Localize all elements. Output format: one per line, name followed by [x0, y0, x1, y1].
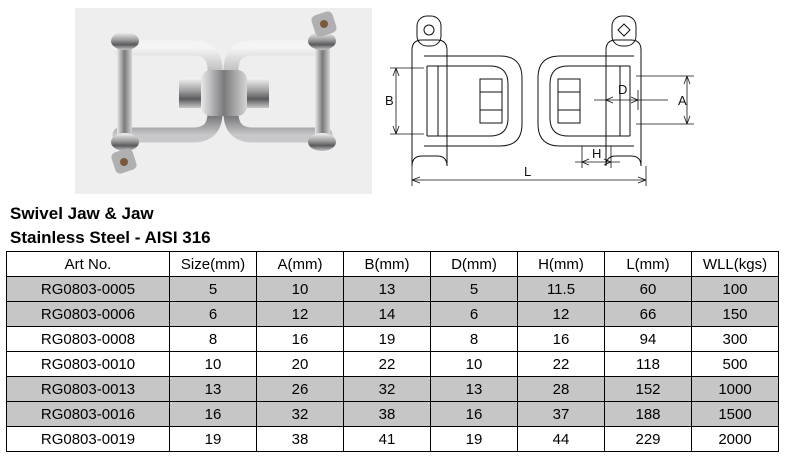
column-header: Art No. — [6, 251, 170, 277]
table-cell: RG0803-0016 — [6, 401, 170, 427]
table-cell: 500 — [691, 351, 779, 377]
table-cell: RG0803-0013 — [6, 376, 170, 402]
table-cell: 13 — [430, 376, 518, 402]
table-cell: 19 — [169, 426, 257, 452]
table-cell: 8 — [430, 326, 518, 352]
table-cell: 10 — [169, 351, 257, 377]
table-cell: 10 — [256, 276, 344, 302]
table-cell: 16 — [256, 326, 344, 352]
swivel-photo-illustration — [75, 8, 372, 194]
table-cell: 8 — [169, 326, 257, 352]
dim-label-d: D — [618, 82, 627, 97]
table-cell: 188 — [604, 401, 692, 427]
technical-drawing: B D A H L — [382, 6, 774, 196]
table-cell: 28 — [517, 376, 605, 402]
table-cell: 100 — [691, 276, 779, 302]
left-jaw-outline — [411, 15, 523, 167]
table-cell: 5 — [169, 276, 257, 302]
table-cell: RG0803-0019 — [6, 426, 170, 452]
dimension-lines — [390, 67, 694, 186]
column-header: D(mm) — [430, 251, 518, 277]
table-cell: 66 — [604, 301, 692, 327]
table-cell: RG0803-0006 — [6, 301, 170, 327]
table-cell: 14 — [343, 301, 431, 327]
column-header: L(mm) — [604, 251, 692, 277]
product-photo — [75, 8, 372, 194]
table-cell: 19 — [430, 426, 518, 452]
table-cell: 19 — [343, 326, 431, 352]
product-material: Stainless Steel - AISI 316 — [10, 228, 211, 247]
table-cell: 32 — [343, 376, 431, 402]
table-cell: 60 — [604, 276, 692, 302]
spec-table: Art No.Size(mm)A(mm)B(mm)D(mm)H(mm)L(mm)… — [6, 251, 779, 452]
table-cell: 38 — [256, 426, 344, 452]
table-cell: 44 — [517, 426, 605, 452]
product-title: Swivel Jaw & Jaw — [10, 204, 154, 223]
table-cell: 94 — [604, 326, 692, 352]
column-header: H(mm) — [517, 251, 605, 277]
table-cell: 300 — [691, 326, 779, 352]
table-cell: 22 — [343, 351, 431, 377]
column-header: Size(mm) — [169, 251, 257, 277]
dim-label-l: L — [524, 164, 531, 179]
table-cell: 13 — [343, 276, 431, 302]
table-cell: 13 — [169, 376, 257, 402]
table-cell: 229 — [604, 426, 692, 452]
column-header: WLL(kgs) — [691, 251, 779, 277]
dim-label-a: A — [678, 93, 687, 108]
table-cell: 37 — [517, 401, 605, 427]
table-cell: 12 — [256, 301, 344, 327]
column-header: B(mm) — [343, 251, 431, 277]
table-header-row: Art No.Size(mm)A(mm)B(mm)D(mm)H(mm)L(mm)… — [6, 251, 779, 277]
table-cell: 16 — [517, 326, 605, 352]
table-cell: 152 — [604, 376, 692, 402]
table-cell: 6 — [430, 301, 518, 327]
table-cell: 150 — [691, 301, 779, 327]
table-cell: 6 — [169, 301, 257, 327]
table-cell: 16 — [430, 401, 518, 427]
table-cell: 41 — [343, 426, 431, 452]
dim-label-h: H — [592, 146, 601, 161]
table-cell: 16 — [169, 401, 257, 427]
table-cell: 118 — [604, 351, 692, 377]
table-cell: 22 — [517, 351, 605, 377]
table-cell: 20 — [256, 351, 344, 377]
dim-label-b: B — [385, 93, 394, 108]
table-cell: RG0803-0005 — [6, 276, 170, 302]
table-cell: 26 — [256, 376, 344, 402]
dimension-drawing: B D A H L — [385, 15, 694, 186]
column-header: A(mm) — [256, 251, 344, 277]
table-cell: 5 — [430, 276, 518, 302]
table-cell: 2000 — [691, 426, 779, 452]
table-cell: 10 — [430, 351, 518, 377]
table-cell: 32 — [256, 401, 344, 427]
table-cell: RG0803-0008 — [6, 326, 170, 352]
right-jaw-outline — [537, 15, 642, 167]
table-cell: 12 — [517, 301, 605, 327]
table-cell: 11.5 — [517, 276, 605, 302]
table-cell: 38 — [343, 401, 431, 427]
table-cell: 1500 — [691, 401, 779, 427]
table-cell: RG0803-0010 — [6, 351, 170, 377]
table-cell: 1000 — [691, 376, 779, 402]
